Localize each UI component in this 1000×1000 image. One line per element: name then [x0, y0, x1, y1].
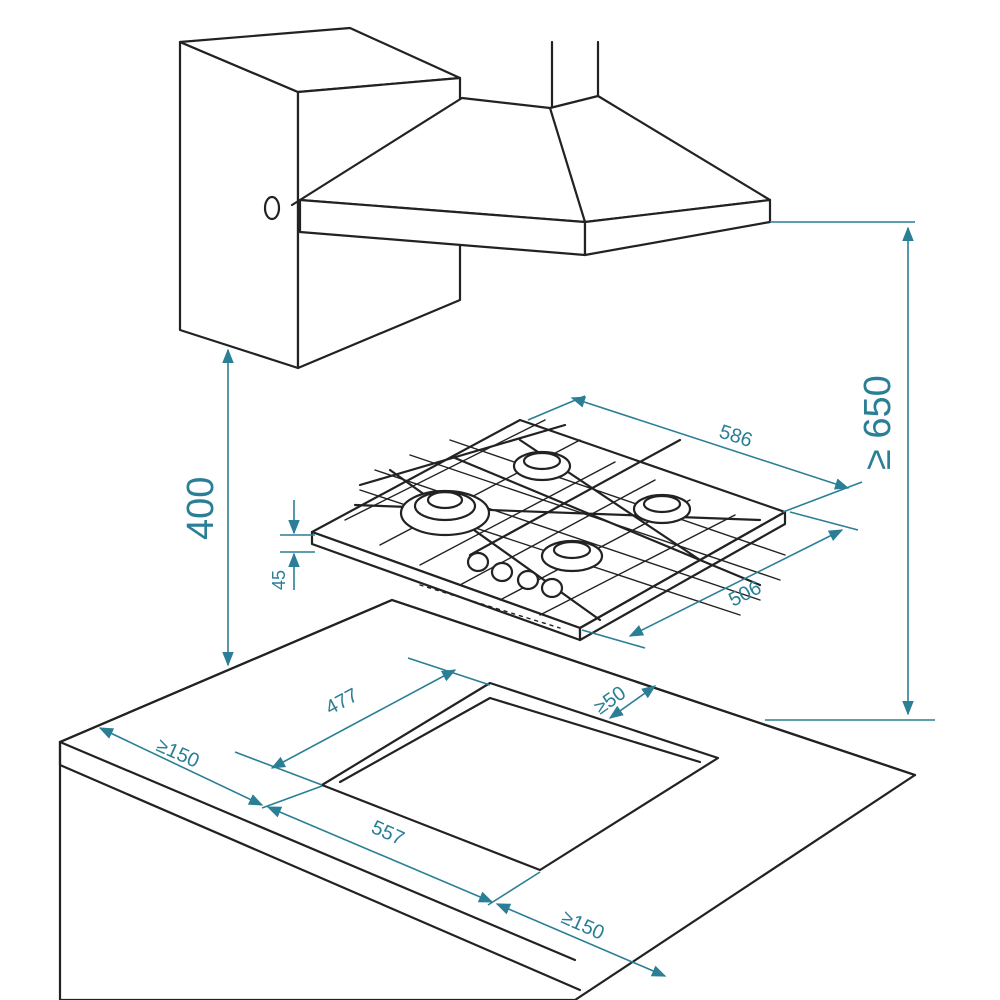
- burner-right: [632, 493, 692, 525]
- dim-line-cutout-depth: [270, 669, 457, 769]
- dimension-lines: [98, 221, 935, 977]
- dim-line-side-right: [495, 903, 667, 977]
- dim-line-hob-width: [570, 396, 850, 490]
- dim-line-cutout-width: [266, 806, 494, 903]
- control-knobs: [466, 551, 564, 599]
- dim-label-cabinet-to-worktop: 400: [180, 477, 222, 540]
- dim-label-hob-depth: 506: [725, 577, 765, 612]
- extractor-hood: [290, 40, 772, 257]
- dim-line-back: [608, 685, 657, 719]
- dim-label-hood-to-hob: ≥ 650: [857, 375, 899, 470]
- dim-label-hob-height: 45: [269, 570, 289, 590]
- burner-front: [540, 539, 604, 573]
- burner-back: [512, 450, 572, 482]
- cabinet-knob: [263, 195, 281, 221]
- dim-line-side-left: [98, 727, 264, 806]
- worktop: [58, 598, 917, 1000]
- burner-large: [399, 489, 491, 537]
- dim-line-hob-depth: [628, 529, 844, 637]
